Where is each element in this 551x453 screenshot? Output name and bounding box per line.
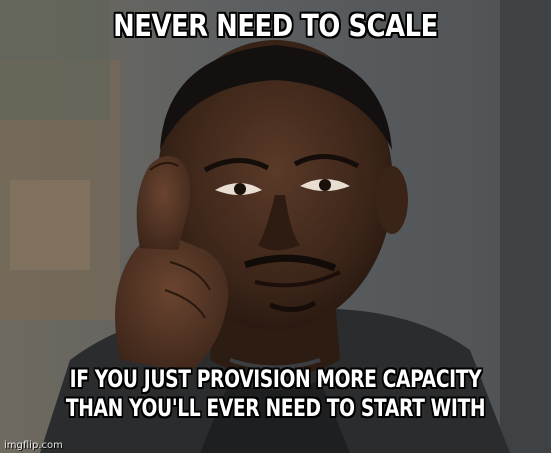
bottom-caption: IF YOU JUST PROVISION MORE CAPACITY THAN… [61,365,491,423]
bottom-caption-line-1: IF YOU JUST PROVISION MORE CAPACITY [69,365,482,393]
bottom-caption-line-2: THAN YOU'LL EVER NEED TO START WITH [65,394,486,422]
imgflip-watermark: imgflip.com [4,440,63,451]
top-caption: NEVER NEED TO SCALE [113,9,438,44]
